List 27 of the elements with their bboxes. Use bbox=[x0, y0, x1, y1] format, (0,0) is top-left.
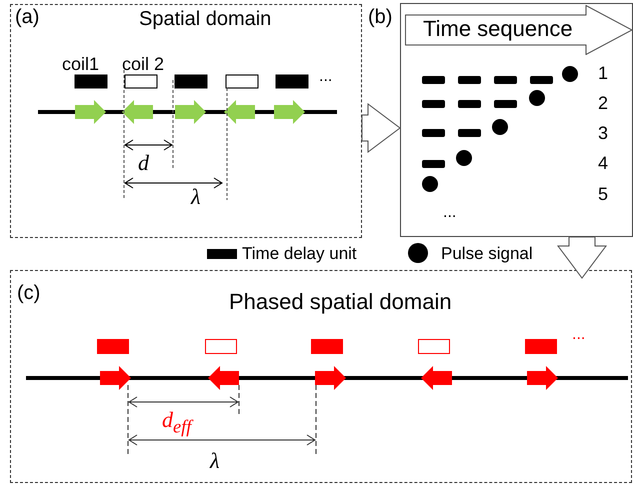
panel bbox=[10, 270, 632, 483]
ellipsis: ... bbox=[443, 205, 456, 221]
dimension-label: λ bbox=[191, 186, 201, 208]
panel-title: Spatial domain bbox=[139, 9, 272, 29]
ellipsis: ... bbox=[319, 69, 332, 85]
row-number: 3 bbox=[598, 124, 608, 142]
panel bbox=[10, 4, 362, 238]
panel-label: (c) bbox=[17, 283, 40, 303]
arrow-label: Time sequence bbox=[423, 18, 573, 40]
block-arrow bbox=[362, 103, 401, 153]
legend-label: Pulse signal bbox=[441, 245, 533, 262]
row-number: 5 bbox=[598, 185, 608, 203]
dimension-label: λ bbox=[210, 450, 220, 472]
block-arrow bbox=[557, 236, 607, 279]
panel-label: (a) bbox=[15, 7, 40, 27]
coil-label: coil1 bbox=[62, 55, 100, 73]
coil-label: coil 2 bbox=[122, 55, 164, 73]
dimension-label: d bbox=[138, 152, 149, 174]
dimension-label: d$_{eff}$ bbox=[162, 409, 192, 436]
block-arrow bbox=[405, 5, 633, 55]
legend-label: Time delay unit bbox=[242, 245, 357, 262]
panel-title: Phased spatial domain bbox=[229, 291, 452, 313]
panel-label: (b) bbox=[368, 7, 392, 27]
ellipsis: ... bbox=[572, 327, 586, 343]
row-number: 4 bbox=[598, 154, 608, 172]
row-number: 1 bbox=[598, 64, 608, 82]
row-number: 2 bbox=[598, 94, 608, 112]
